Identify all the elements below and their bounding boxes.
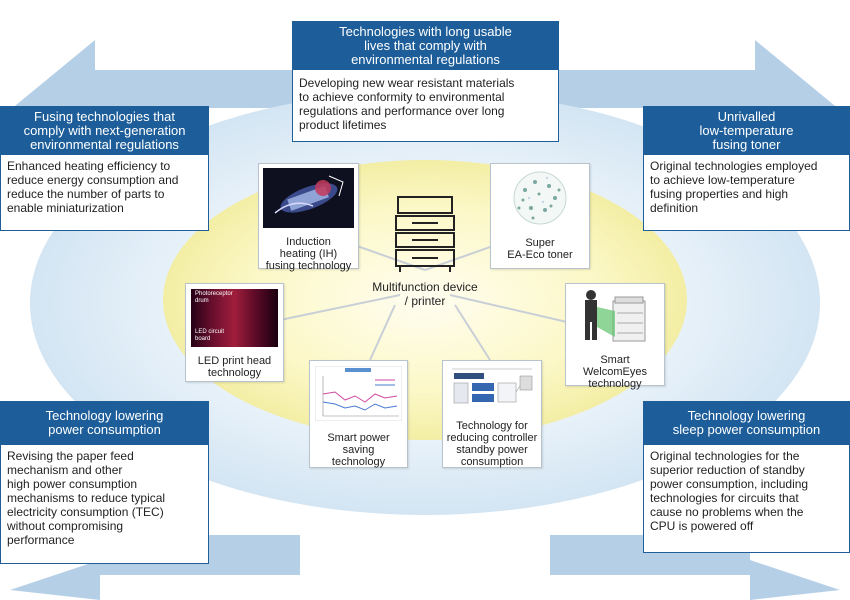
card-label: LED print head technology bbox=[197, 355, 272, 379]
card-label: Induction heating (IH) fusing technology bbox=[265, 236, 352, 272]
power-saving-chart-image bbox=[314, 365, 403, 422]
box-body: Original technologies employed to achiev… bbox=[650, 159, 818, 215]
card-smart-power-saving: Smart power saving technology bbox=[309, 360, 408, 468]
box-body: Developing new wear resistant materials … bbox=[299, 76, 515, 132]
card-smart-welcomeyes: Smart WelcomEyes technology bbox=[565, 283, 665, 390]
multifunction-device-label: Multifunction device / printer bbox=[372, 280, 478, 308]
box-body: Enhanced heating efficiency to reduce en… bbox=[7, 159, 179, 215]
printer-icon bbox=[395, 196, 455, 272]
card-controller-standby: Technology for reducing controller stand… bbox=[442, 360, 542, 468]
card-label: Technology for reducing controller stand… bbox=[446, 420, 538, 468]
welcomeyes-image bbox=[585, 290, 646, 342]
lowering-power-consumption-box: Technology lowering power consumption Re… bbox=[0, 401, 209, 564]
box-title: Fusing technologies that comply with nex… bbox=[1, 107, 208, 155]
card-ea-eco-toner: Super EA-Eco toner bbox=[490, 163, 590, 269]
box-title: Technology lowering sleep power consumpt… bbox=[644, 402, 849, 445]
card-led-print-head: Photoreceptor drum LED circuit board LED… bbox=[185, 283, 284, 382]
box-body: Original technologies for the superior r… bbox=[650, 449, 809, 533]
lowering-sleep-power-box: Technology lowering sleep power consumpt… bbox=[643, 401, 850, 553]
card-label: Smart power saving technology bbox=[327, 432, 390, 468]
led-print-head-image: Photoreceptor drum LED circuit board bbox=[191, 289, 278, 347]
photoreceptor-drum-label: Photoreceptor drum bbox=[195, 291, 233, 304]
box-title: Technology lowering power consumption bbox=[1, 402, 208, 445]
arrow-bottom-right bbox=[550, 535, 840, 600]
controller-diagram-image bbox=[448, 366, 536, 411]
long-usable-lives-box: Technologies with long usable lives that… bbox=[292, 21, 559, 142]
ih-fusing-image bbox=[263, 168, 354, 228]
card-label: Smart WelcomEyes technology bbox=[583, 354, 647, 390]
arrow-top-left bbox=[10, 40, 300, 110]
low-temperature-toner-box: Unrivalled low-temperature fusing toner … bbox=[643, 106, 850, 231]
led-circuit-board-label: LED circuit board bbox=[195, 329, 225, 342]
arrow-bottom-left bbox=[10, 535, 300, 600]
fusing-technologies-box: Fusing technologies that comply with nex… bbox=[0, 106, 209, 231]
arrow-top-right bbox=[550, 40, 840, 110]
box-body: Revising the paper feed mechanism and ot… bbox=[7, 449, 166, 547]
box-title: Unrivalled low-temperature fusing toner bbox=[644, 107, 849, 155]
box-title: Technologies with long usable lives that… bbox=[293, 22, 558, 70]
toner-particle-image bbox=[513, 171, 567, 225]
card-ih-fusing: Induction heating (IH) fusing technology bbox=[258, 163, 359, 272]
card-label: Super EA-Eco toner bbox=[507, 237, 573, 261]
